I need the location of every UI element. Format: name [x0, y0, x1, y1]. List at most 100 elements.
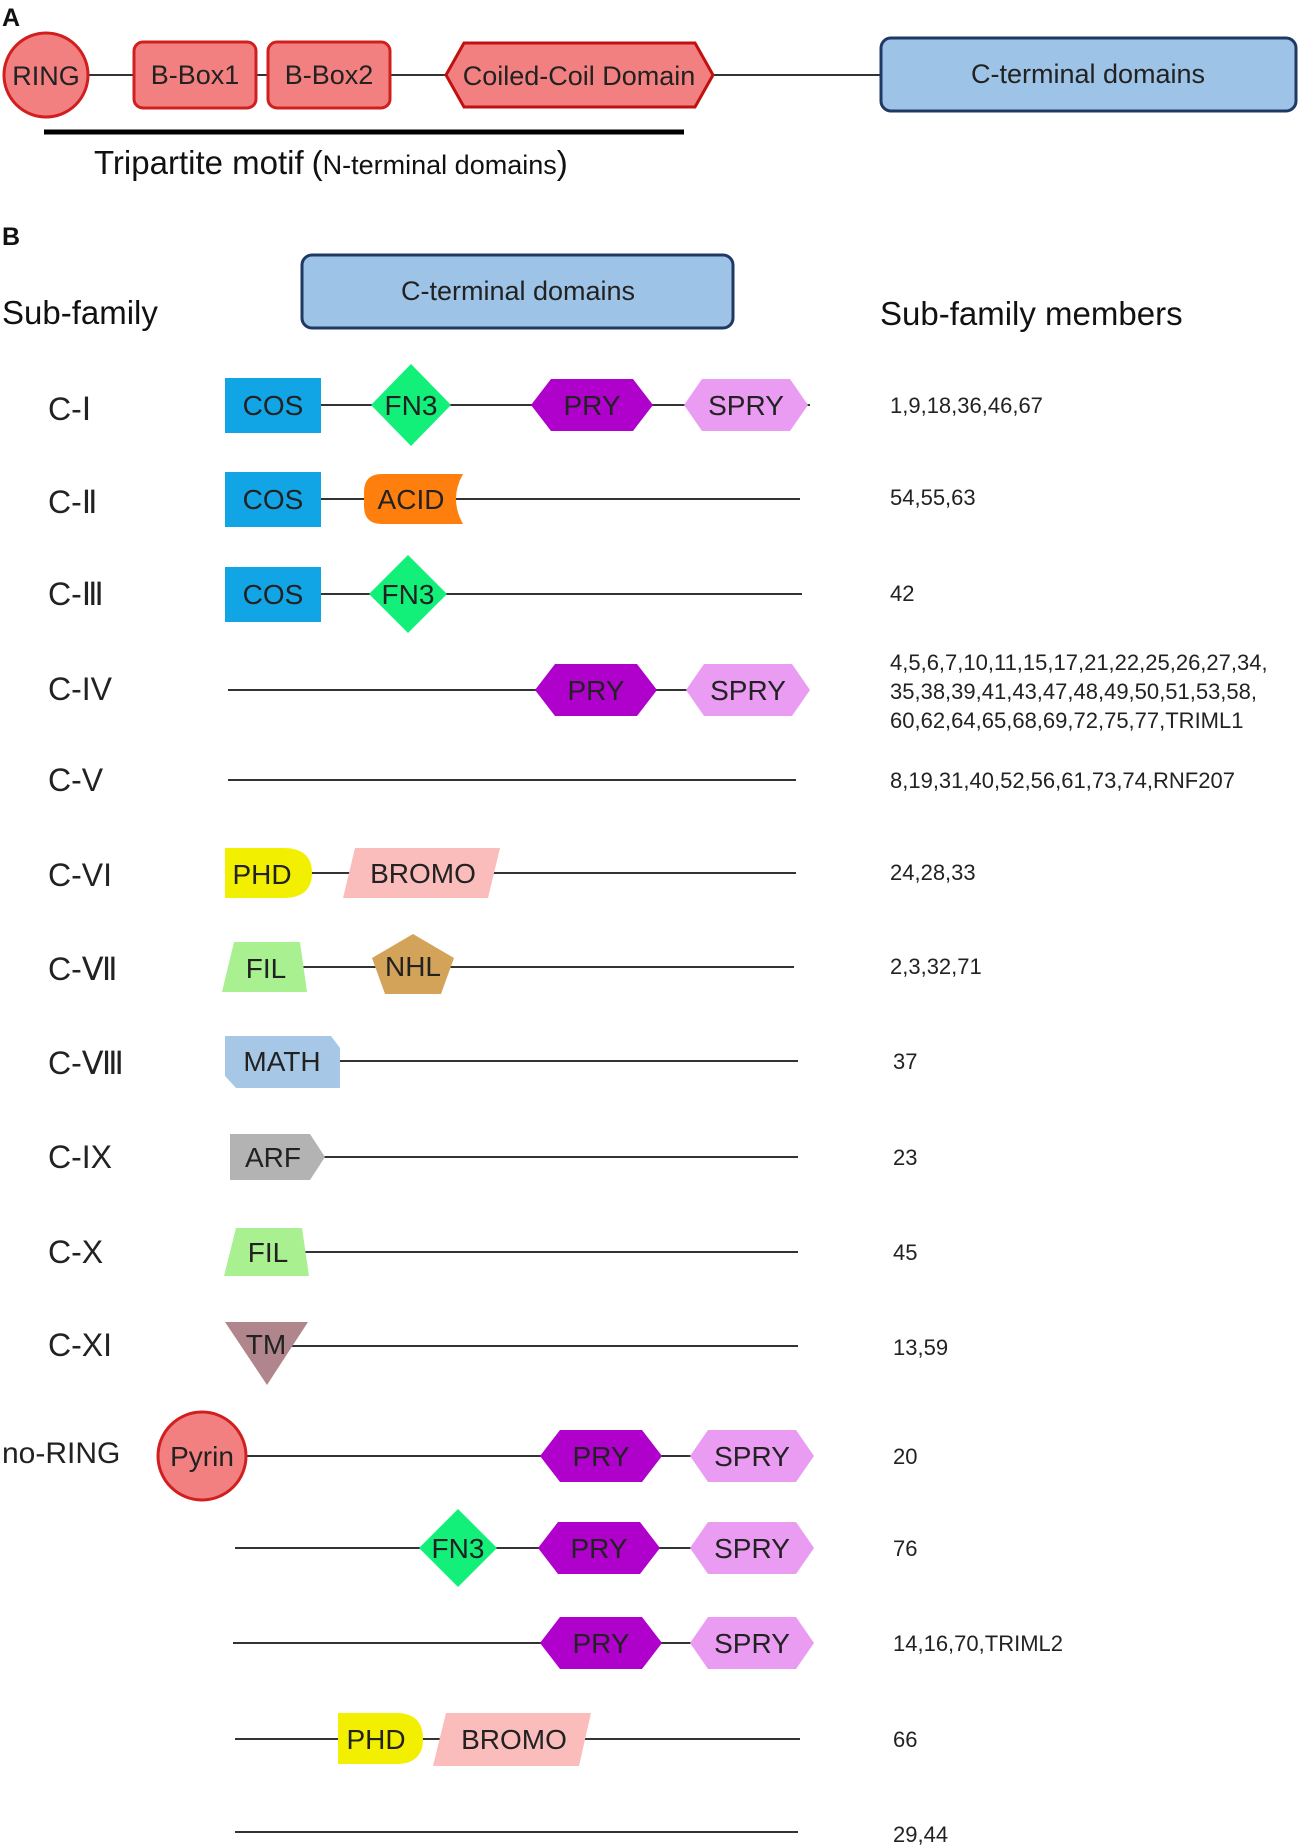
subfamily-name: C-VI [48, 857, 112, 893]
coiled-coil-label: Coiled-Coil Domain [463, 61, 696, 91]
spry-shape [686, 664, 810, 716]
fil-domain: FIL [224, 1228, 309, 1276]
cos-label: COS [243, 484, 304, 515]
tripartite-close: ) [557, 144, 568, 181]
pry-shape [538, 1522, 660, 1574]
pry-domain: PRY [531, 379, 653, 431]
spry-label: SPRY [714, 1441, 790, 1472]
subfamily-name: C-Ⅷ [48, 1045, 124, 1081]
subfamily-name: C-Ⅰ [48, 391, 91, 427]
spry-domain: SPRY [684, 379, 808, 431]
pry-label: PRY [563, 390, 620, 421]
bromo-domain: BROMO [343, 848, 500, 898]
spry-shape [690, 1522, 814, 1574]
spry-label: SPRY [714, 1533, 790, 1564]
cterminal-shape-b [300, 253, 735, 330]
bromo-label: BROMO [370, 858, 476, 889]
row-c-4: C-IV PRY SPRY 4,5,6,7,10,11,15,17,21,22,… [48, 650, 1268, 733]
members-line: 60,62,64,65,68,69,72,75,77,TRIML1 [890, 708, 1243, 733]
row-no-ring-5: 29,44 [235, 1822, 948, 1847]
subfamily-header: Sub-family [2, 294, 158, 331]
cos-shape [225, 567, 321, 622]
bromo-label: BROMO [461, 1724, 567, 1755]
bromo-shape [343, 848, 500, 898]
fn3-domain: FN3 [371, 364, 451, 446]
nhl-shape [372, 934, 454, 994]
members-header: Sub-family members [880, 295, 1183, 332]
bbox2-domain: B-Box2 [266, 40, 392, 110]
pyrin-domain: Pyrin [156, 1410, 248, 1502]
pry-domain: PRY [535, 664, 657, 716]
members-text: 29,44 [893, 1822, 948, 1847]
pry-shape [540, 1430, 662, 1482]
spry-shape [690, 1617, 814, 1669]
phd-shape [338, 1713, 423, 1764]
cterminal-label-a: C-terminal domains [971, 59, 1205, 89]
members-text: 66 [893, 1727, 917, 1752]
fn3-shape [371, 364, 451, 446]
members-line: 1,9,18,36,46,67 [890, 393, 1043, 418]
math-label: MATH [243, 1046, 320, 1077]
members-line: 35,38,39,41,43,47,48,49,50,51,53,58, [890, 679, 1257, 704]
cos-label: COS [243, 390, 304, 421]
cterminal-shape-a [879, 36, 1298, 113]
pyrin-shape [156, 1410, 248, 1502]
members-text: 23 [893, 1145, 917, 1170]
bbox1-domain: B-Box1 [132, 40, 258, 110]
pry-shape [531, 379, 653, 431]
spry-domain: SPRY [690, 1430, 814, 1482]
math-shape [225, 1036, 340, 1088]
row-c-3: C-Ⅲ COS FN3 42 [48, 555, 914, 633]
row-c-5: C-V 8,19,31,40,52,56,61,73,74,RNF207 [48, 762, 1235, 798]
members-text: 1,9,18,36,46,67 [890, 393, 1043, 418]
members-text: 24,28,33 [890, 860, 976, 885]
subfamily-name: C-Ⅲ [48, 576, 104, 612]
math-domain: MATH [225, 1036, 340, 1088]
phd-shape [225, 848, 312, 898]
fn3-shape [419, 1509, 497, 1587]
members-text: 20 [893, 1444, 917, 1469]
members-text: 45 [893, 1240, 917, 1265]
members-line: 23 [893, 1145, 917, 1170]
pry-label: PRY [572, 1628, 629, 1659]
cos-shape [225, 472, 321, 527]
members-line: 42 [890, 581, 914, 606]
spry-domain: SPRY [690, 1617, 814, 1669]
row-c-10: C-X FIL 45 [48, 1228, 917, 1276]
subfamily-name: C-IV [48, 671, 113, 707]
pry-domain: PRY [540, 1430, 662, 1482]
members-line: 4,5,6,7,10,11,15,17,21,22,25,26,27,34, [890, 650, 1268, 675]
subfamily-name: C-X [48, 1234, 103, 1270]
coiled-coil-domain: Coiled-Coil Domain [444, 41, 715, 109]
fil-label: FIL [246, 953, 286, 984]
spry-domain: SPRY [686, 664, 810, 716]
members-line: 76 [893, 1536, 917, 1561]
ring-shape [2, 31, 90, 119]
pry-label: PRY [572, 1441, 629, 1472]
members-line: 37 [893, 1049, 917, 1074]
bbox1-label: B-Box1 [151, 60, 240, 90]
row-no-ring-1: no-RING Pyrin PRY SPRY 20 [2, 1410, 917, 1502]
cos-shape [225, 378, 321, 433]
pry-domain: PRY [540, 1617, 662, 1669]
row-c-8: C-Ⅷ MATH 37 [48, 1036, 917, 1088]
subfamily-name: C-Ⅶ [48, 951, 118, 987]
subfamily-name: C-IX [48, 1139, 112, 1175]
row-no-ring-3: PRY SPRY 14,16,70,TRIML2 [233, 1617, 1063, 1669]
fil-shape [224, 1228, 309, 1276]
cos-domain: COS [225, 567, 321, 622]
members-text: 14,16,70,TRIML2 [893, 1631, 1063, 1656]
spry-shape [684, 379, 808, 431]
subfamily-name: no-RING [2, 1437, 120, 1470]
fn3-domain: FN3 [419, 1509, 497, 1587]
arf-domain: ARF [230, 1134, 325, 1180]
ring-label: RING [12, 61, 80, 91]
pry-label: PRY [570, 1533, 627, 1564]
spry-shape [690, 1430, 814, 1482]
cos-domain: COS [225, 378, 321, 433]
pry-shape [540, 1617, 662, 1669]
subfamily-name: C-XI [48, 1327, 112, 1363]
pyrin-label: Pyrin [170, 1441, 234, 1472]
arf-label: ARF [245, 1142, 301, 1173]
members-text: 42 [890, 581, 914, 606]
